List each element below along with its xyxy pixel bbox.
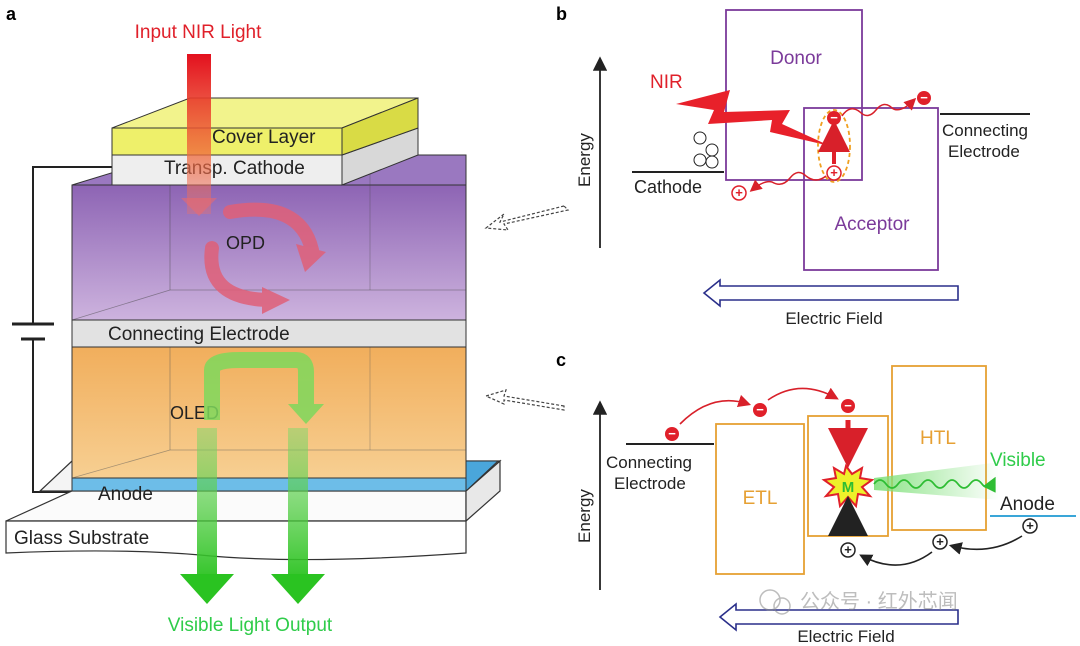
- hole-c3: +: [1026, 518, 1034, 533]
- electron-hop-1: [679, 394, 752, 425]
- pointer-arrow-c: [484, 389, 565, 411]
- hole-path-b: [749, 171, 827, 192]
- cathode-label: Transp. Cathode: [164, 158, 305, 179]
- acceptor-box: [803, 107, 939, 271]
- charge-markers-c: − − − + + +: [665, 398, 1038, 558]
- emitter-label: M: [842, 479, 855, 496]
- visible-output-arrows: [180, 428, 325, 604]
- panel-c: c Energy Connecting Electrode ETL HTL An…: [556, 350, 1076, 646]
- electric-field-label-b: Electric Field: [785, 309, 882, 328]
- electron-c1: −: [668, 426, 676, 441]
- electron-c3: −: [844, 398, 852, 413]
- panel-b-label: b: [556, 4, 567, 24]
- wechat-icon: [759, 589, 781, 611]
- electron-hop-2: [767, 387, 839, 401]
- htl-label: HTL: [920, 428, 956, 449]
- watermark-text: 公众号 · 红外芯闻: [800, 590, 958, 613]
- input-nir-label: Input NIR Light: [135, 22, 262, 43]
- donor-label: Donor: [770, 48, 822, 69]
- energy-label-c: Energy: [575, 489, 594, 543]
- watermark: 公众号 · 红外芯闻: [759, 589, 958, 615]
- visible-label-c: Visible: [990, 450, 1046, 471]
- panel-c-label: c: [556, 350, 566, 370]
- electric-field-label-c: Electric Field: [797, 627, 894, 646]
- panel-b: b Energy Donor Acceptor Cathode Connecti…: [556, 4, 1030, 328]
- opd-cycle-arrows: [204, 202, 326, 314]
- glass-label: Glass Substrate: [14, 528, 149, 549]
- panel-a: a Input NIR Light Glass Substrate Anode: [5, 4, 570, 636]
- htl-box: [891, 365, 987, 531]
- etl-box: [715, 423, 805, 575]
- etl-label: ETL: [743, 488, 778, 509]
- energy-label-b: Energy: [575, 133, 594, 187]
- cover-layer-label: Cover Layer: [212, 127, 316, 148]
- eml-box: [807, 415, 889, 537]
- electron-b1: −: [830, 110, 838, 125]
- anode-label-c: Anode: [1000, 494, 1055, 515]
- electric-field-arrow-b: [702, 278, 959, 308]
- visible-glow: [874, 462, 1000, 500]
- nir-label-b: NIR: [650, 72, 683, 93]
- panel-a-label: a: [6, 4, 17, 24]
- hole-hop-1: [948, 535, 1023, 555]
- connecting-label-c1: Connecting: [606, 453, 692, 472]
- hole-hop-2: [859, 551, 933, 567]
- connecting-label-b1: Connecting: [942, 121, 1028, 140]
- connecting-label-c2: Electrode: [614, 474, 686, 493]
- connecting-label-b2: Electrode: [948, 142, 1020, 161]
- cathode-label-b: Cathode: [634, 177, 702, 197]
- hole-b2: +: [735, 185, 743, 200]
- acceptor-label: Acceptor: [835, 214, 911, 235]
- electron-path-b: [841, 97, 917, 117]
- anode-label: Anode: [98, 484, 153, 505]
- electron-b2: −: [920, 90, 928, 105]
- nir-lightning-icon: [676, 90, 830, 146]
- connecting-electrode-label: Connecting Electrode: [108, 324, 290, 345]
- electric-field-arrow-c: [718, 602, 959, 632]
- pointer-arrow-b: [484, 205, 570, 231]
- hole-c1: +: [844, 542, 852, 557]
- hole-b1: +: [830, 165, 838, 180]
- oled-emission-arrow: [204, 352, 324, 424]
- charge-markers-b: − + − +: [693, 90, 931, 201]
- donor-box: [725, 9, 863, 181]
- cover-stack: Cover Layer Transp. Cathode: [111, 97, 419, 186]
- opd-label: OPD: [226, 233, 265, 253]
- nir-input-arrow: [181, 54, 217, 216]
- visible-wave: [873, 476, 996, 493]
- electron-c2: −: [756, 402, 764, 417]
- visible-output-label: Visible Light Output: [168, 615, 333, 636]
- circuit-wire: [12, 166, 112, 493]
- hole-c2: +: [936, 534, 944, 549]
